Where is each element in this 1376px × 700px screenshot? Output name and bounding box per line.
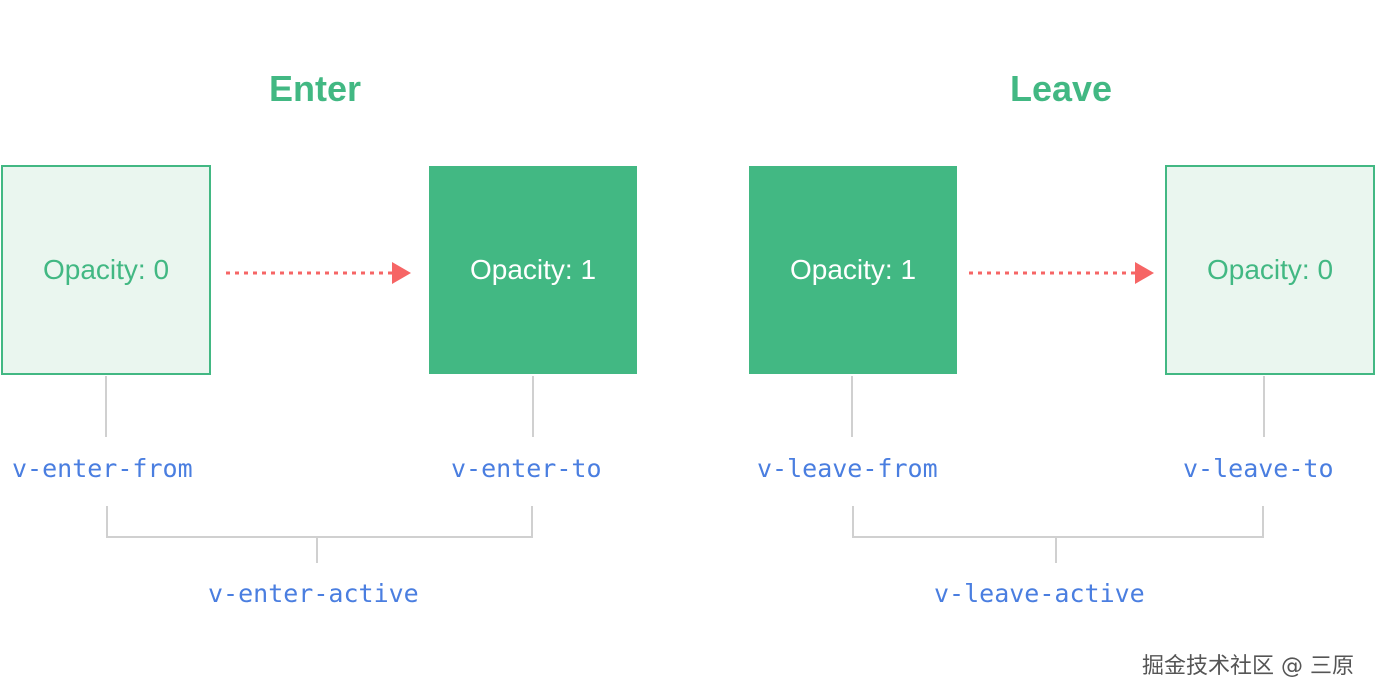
enter-to-box-label: Opacity: 1 xyxy=(469,254,597,285)
enter-active-class: v-enter-active xyxy=(208,579,419,608)
enter-to-class: v-enter-to xyxy=(451,454,602,483)
enter-from-box-label: Opacity: 0 xyxy=(42,254,170,285)
leave-arrow-head xyxy=(1135,262,1154,284)
enter-from-box: Opacity: 0 xyxy=(1,165,211,375)
leave-from-class: v-leave-from xyxy=(757,454,938,483)
leave-from-box-label: Opacity: 1 xyxy=(789,254,917,285)
leave-to-box-label: Opacity: 0 xyxy=(1206,254,1334,285)
leave-to-class: v-leave-to xyxy=(1183,454,1334,483)
enter-to-box: Opacity: 1 xyxy=(429,166,637,374)
leave-from-box: Opacity: 1 xyxy=(749,166,957,374)
enter-arrow-head xyxy=(392,262,411,284)
leave-bracket xyxy=(852,506,1264,538)
enter-bracket xyxy=(106,506,533,538)
watermark: 掘金技术社区 @ 三原 xyxy=(1142,654,1354,679)
leave-to-box: Opacity: 0 xyxy=(1165,165,1375,375)
enter-title: Enter xyxy=(268,68,362,109)
leave-title: Leave xyxy=(1009,68,1113,109)
leave-active-class: v-leave-active xyxy=(934,579,1145,608)
enter-from-class: v-enter-from xyxy=(12,454,193,483)
